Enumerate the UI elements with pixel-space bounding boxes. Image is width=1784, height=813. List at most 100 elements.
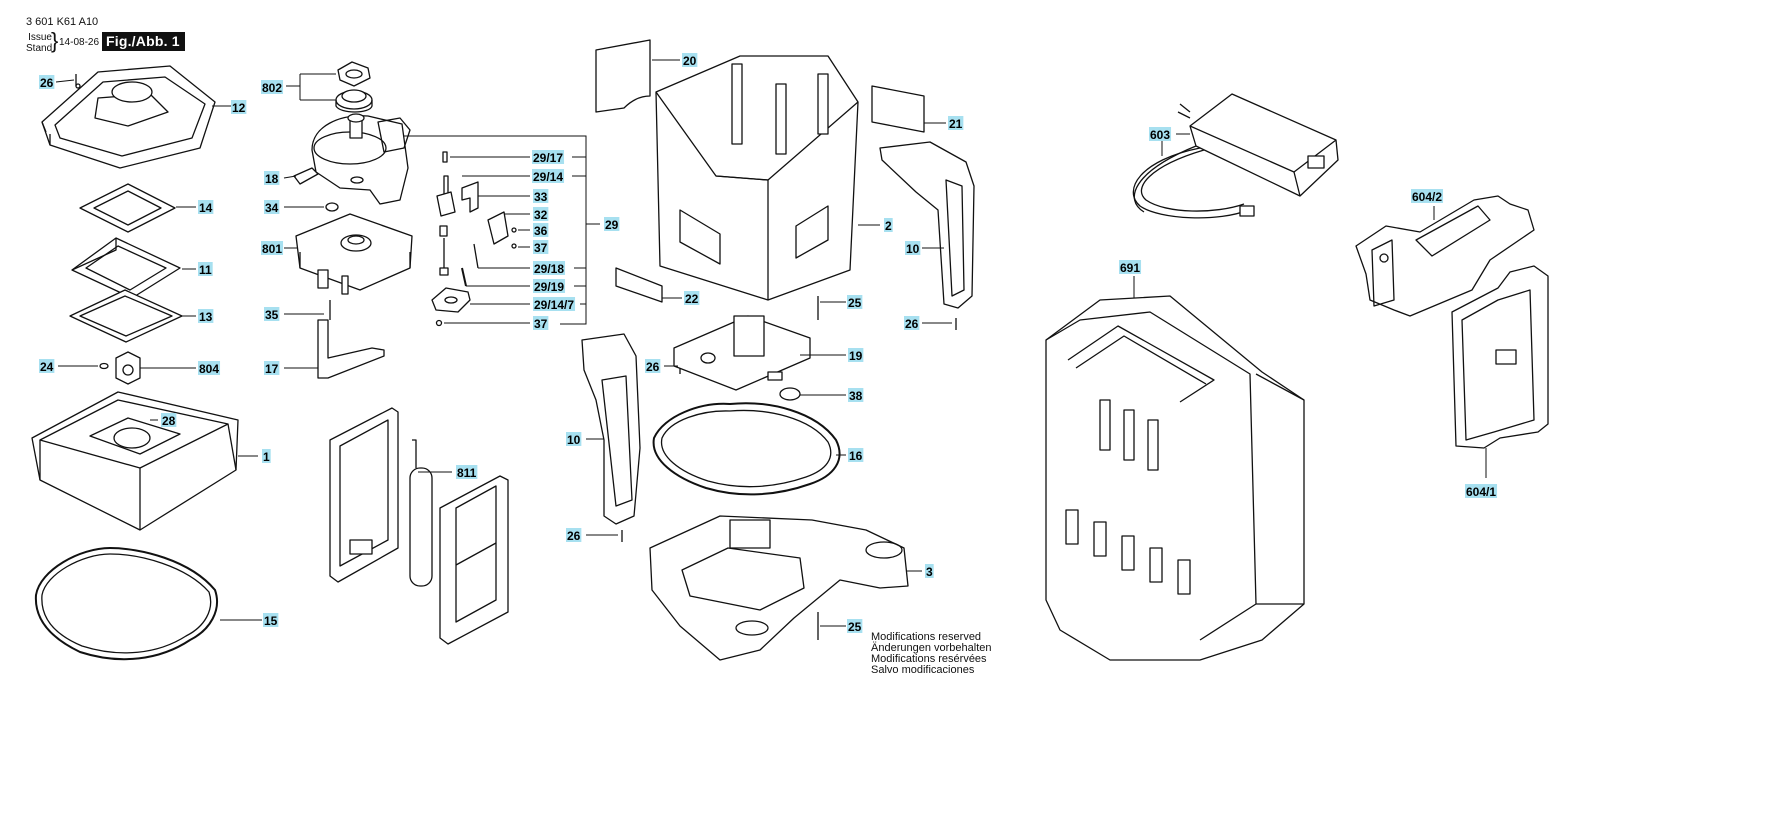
callout-802: 802 [261,80,284,95]
callout-highlight [533,189,549,203]
callout-highlight [1411,189,1444,203]
issue-label: Issue [28,32,52,43]
callout-29-14-7: 29/14/7 [533,297,576,312]
callout-highlight [261,241,284,255]
callout-text: 691 [1120,261,1140,275]
part-801-plate [295,213,413,295]
callout-21: 21 [948,116,964,131]
part-15-seal-ring [34,547,218,661]
callout-text: 26 [40,76,54,90]
callout-text: 19 [849,349,863,363]
callout-text: 37 [534,241,548,255]
callout-highlight [847,295,863,309]
callout-highlight [231,100,247,114]
callout-highlight [263,613,279,627]
part-18-clip [293,167,319,185]
modifications-notes: Modifications reserved Änderungen vorbeh… [871,632,991,676]
part-11-window [71,237,181,299]
callout-37-b: 37 [533,316,549,331]
callout-13: 13 [198,309,214,324]
callout-33: 33 [533,189,549,204]
callout-38: 38 [848,388,864,403]
callout-text: 604/1 [1466,485,1496,499]
callout-highlight [198,200,214,214]
part-17-ribbon [317,300,385,379]
callout-highlight [1119,260,1142,274]
part-2-main-housing [655,55,859,301]
callout-text: 3 [926,565,933,579]
callout-highlight [684,291,700,305]
callout-highlight [533,297,576,311]
callout-highlight [262,449,271,463]
part-38-coin-cell [779,387,801,401]
callout-text: 29/18 [534,262,564,276]
part-24-screw [99,362,109,370]
callout-691: 691 [1119,260,1142,275]
callout-11: 11 [198,262,213,277]
callout-highlight [905,241,921,255]
callout-highlight [261,80,284,94]
rotor-head-assembly [311,113,411,205]
callout-text: 26 [646,360,660,374]
part-13-gasket [69,289,183,343]
callout-603: 603 [1149,127,1172,142]
callout-32: 32 [533,207,549,222]
leader-lines [55,59,1487,627]
callout-highlight [198,309,214,323]
brace-glyph: } [51,28,59,53]
callout-text: 14 [199,201,213,215]
callout-text: 12 [232,101,246,115]
callout-text: 32 [534,208,548,222]
callout-604-2: 604/2 [1411,189,1444,204]
callout-text: 15 [264,614,278,628]
callout-text: 29/14 [533,170,563,184]
callout-highlight [925,564,934,578]
callout-text: 24 [40,360,54,374]
stand-label: Stand [26,43,53,54]
callout-15: 15 [263,613,279,628]
callout-text: 29/19 [534,280,564,294]
callout-22: 22 [684,291,700,306]
callout-text: 28 [162,414,176,428]
callout-25-b: 25 [847,619,863,634]
callout-text: 22 [685,292,699,306]
part-811-battery [409,439,433,587]
callout-text: 26 [567,529,581,543]
callout-text: 10 [567,433,581,447]
callout-25-a: 25 [847,295,863,310]
callout-29: 29 [604,217,620,232]
callout-highlight [847,619,863,633]
callout-highlight [198,262,213,276]
part-811-battery-frame [329,407,399,583]
callout-18: 18 [264,171,280,186]
callout-highlight [848,348,864,362]
callout-36: 36 [533,223,549,238]
callout-highlight [532,150,565,164]
part-691-case [1045,295,1305,661]
callout-highlight [604,217,620,231]
callout-24: 24 [39,359,55,374]
note-de: Änderungen vorbehalten [871,642,992,654]
part-22-label [615,267,663,303]
callout-highlight [566,528,582,542]
part-604-1-cover [1451,265,1549,449]
part-1-housing [31,391,239,531]
callout-text: 36 [534,224,548,238]
callout-text: 2 [885,219,892,233]
callout-highlight [264,171,280,185]
callout-text: 10 [906,242,920,256]
callout-text: 29 [605,218,619,232]
part-34-bushing [325,202,339,212]
callout-804: 804 [198,361,221,376]
callout-highlight [1465,484,1498,498]
callout-highlight [264,200,280,214]
callout-text: 802 [262,81,282,95]
callout-26-b: 26 [904,316,920,331]
callout-highlight [533,261,566,275]
callout-highlight [39,75,55,89]
callout-12: 12 [231,100,247,115]
callout-3: 3 [925,564,934,579]
callout-text: 804 [199,362,219,376]
